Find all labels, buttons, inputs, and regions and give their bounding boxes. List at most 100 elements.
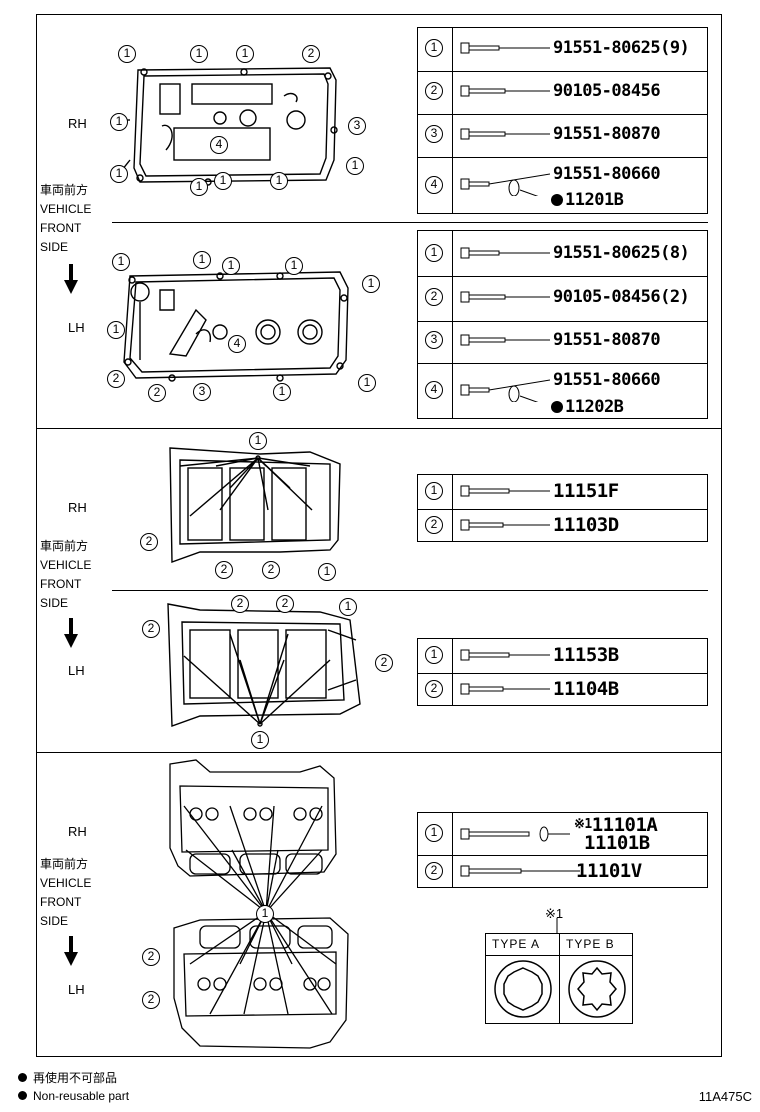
row-number: 2 <box>425 680 443 698</box>
row-number: 3 <box>425 331 443 349</box>
callout-1: 1 <box>190 178 208 196</box>
table-row <box>418 71 707 115</box>
table-row <box>418 321 707 364</box>
type-leader-line <box>556 918 558 934</box>
front-side-label: SIDE <box>40 596 69 610</box>
subsection-divider <box>112 590 708 591</box>
rh-head-cover-drawing <box>121 67 338 186</box>
section-divider <box>36 428 722 429</box>
table-row <box>418 855 707 890</box>
callout-1: 1 <box>214 172 232 190</box>
table-row <box>418 276 707 322</box>
callout-1: 1 <box>193 251 211 269</box>
callout-1: 1 <box>256 905 274 923</box>
part-number: 11103D <box>553 514 619 536</box>
legend-en: Non-reusable part <box>18 1088 129 1104</box>
rh-housing-drawing <box>169 447 341 563</box>
callout-1: 1 <box>236 45 254 63</box>
part-number: 91551-80660 <box>553 370 661 390</box>
part-number: 90105-08456 <box>553 81 661 101</box>
callout-3: 3 <box>348 117 366 135</box>
part-number-nonreusable: 11202B <box>551 397 624 417</box>
front-arrow-icon <box>64 618 78 648</box>
callout-1: 1 <box>339 598 357 616</box>
row-number: 2 <box>425 862 443 880</box>
front-side-label: SIDE <box>40 914 69 928</box>
cylinder-head-drawing <box>169 759 349 1049</box>
callout-1: 1 <box>273 383 291 401</box>
part-number: 11101B <box>584 832 650 854</box>
part-number: 90105-08456(2) <box>553 287 690 307</box>
callout-1: 1 <box>190 45 208 63</box>
callout-2: 2 <box>231 595 249 613</box>
lh-head-cover-drawing <box>123 271 349 382</box>
callout-1: 1 <box>249 432 267 450</box>
row-number: 3 <box>425 125 443 143</box>
callout-2: 2 <box>142 948 160 966</box>
type-a-bolt-head-icon <box>494 960 552 1018</box>
diagram-frame <box>36 14 722 1057</box>
row-number: 4 <box>425 176 443 194</box>
callout-1: 1 <box>107 321 125 339</box>
rh-label: RH <box>68 116 87 131</box>
front-arrow-icon <box>64 936 78 966</box>
callout-2: 2 <box>107 370 125 388</box>
type-note-mark: ※1 <box>545 906 564 921</box>
section-divider <box>36 752 722 753</box>
front-arrow-icon <box>64 264 78 294</box>
front-side-label: SIDE <box>40 240 69 254</box>
row-number: 1 <box>425 244 443 262</box>
part-number: ※111101A <box>574 814 658 836</box>
head-bolt-table <box>417 812 708 888</box>
part-number: 11101V <box>576 860 642 882</box>
front-vehicle-label: VEHICLE <box>40 876 92 890</box>
bolt-icon <box>460 42 550 54</box>
type-b-bolt-head-icon <box>568 960 626 1018</box>
rh-label: RH <box>68 500 87 515</box>
callout-2: 2 <box>302 45 320 63</box>
bolt-with-grommet-icon <box>460 379 550 402</box>
type-a-label: TYPE A <box>492 937 541 951</box>
row-number: 2 <box>425 288 443 306</box>
part-number: 11153B <box>553 644 619 666</box>
callout-2: 2 <box>215 561 233 579</box>
bolt-icon <box>460 291 550 303</box>
subsection-divider <box>112 222 708 223</box>
callout-1: 1 <box>318 563 336 581</box>
front-vehicle-label: VEHICLE <box>40 202 92 216</box>
callout-2: 2 <box>148 384 166 402</box>
callout-2: 2 <box>262 561 280 579</box>
bolt-icon <box>460 519 550 531</box>
bolt-icon <box>460 128 550 140</box>
callout-1: 1 <box>112 253 130 271</box>
part-number: 91551-80625(8) <box>553 243 690 263</box>
row-number: 2 <box>425 516 443 534</box>
front-vehicle-label: VEHICLE <box>40 558 92 572</box>
row-number: 1 <box>425 482 443 500</box>
lh-housing-bolt-table <box>417 638 708 706</box>
callout-2: 2 <box>140 533 158 551</box>
bolt-icon <box>460 683 550 695</box>
bolt-icon <box>460 865 580 877</box>
part-number: 91551-80870 <box>553 330 661 350</box>
table-row <box>418 363 707 421</box>
callout-2: 2 <box>142 991 160 1009</box>
part-number-nonreusable: 11201B <box>551 190 624 210</box>
callout-1: 1 <box>346 157 364 175</box>
callout-4: 4 <box>228 335 246 353</box>
part-number: 91551-80625(9) <box>553 38 690 58</box>
non-reusable-dot-icon <box>551 401 563 413</box>
non-reusable-dot-icon <box>551 194 563 206</box>
non-reusable-dot-icon <box>18 1073 27 1082</box>
bolt-icon <box>460 247 550 259</box>
row-number: 1 <box>425 646 443 664</box>
lh-cover-bolt-table <box>417 230 708 419</box>
callout-1: 1 <box>358 374 376 392</box>
front-front-label: FRONT <box>40 577 82 591</box>
row-number: 1 <box>425 39 443 57</box>
lh-label: LH <box>68 982 85 997</box>
front-jp-label: 車両前方 <box>40 539 89 553</box>
lh-label: LH <box>68 320 85 335</box>
bolt-icon <box>460 334 550 346</box>
callout-2: 2 <box>375 654 393 672</box>
